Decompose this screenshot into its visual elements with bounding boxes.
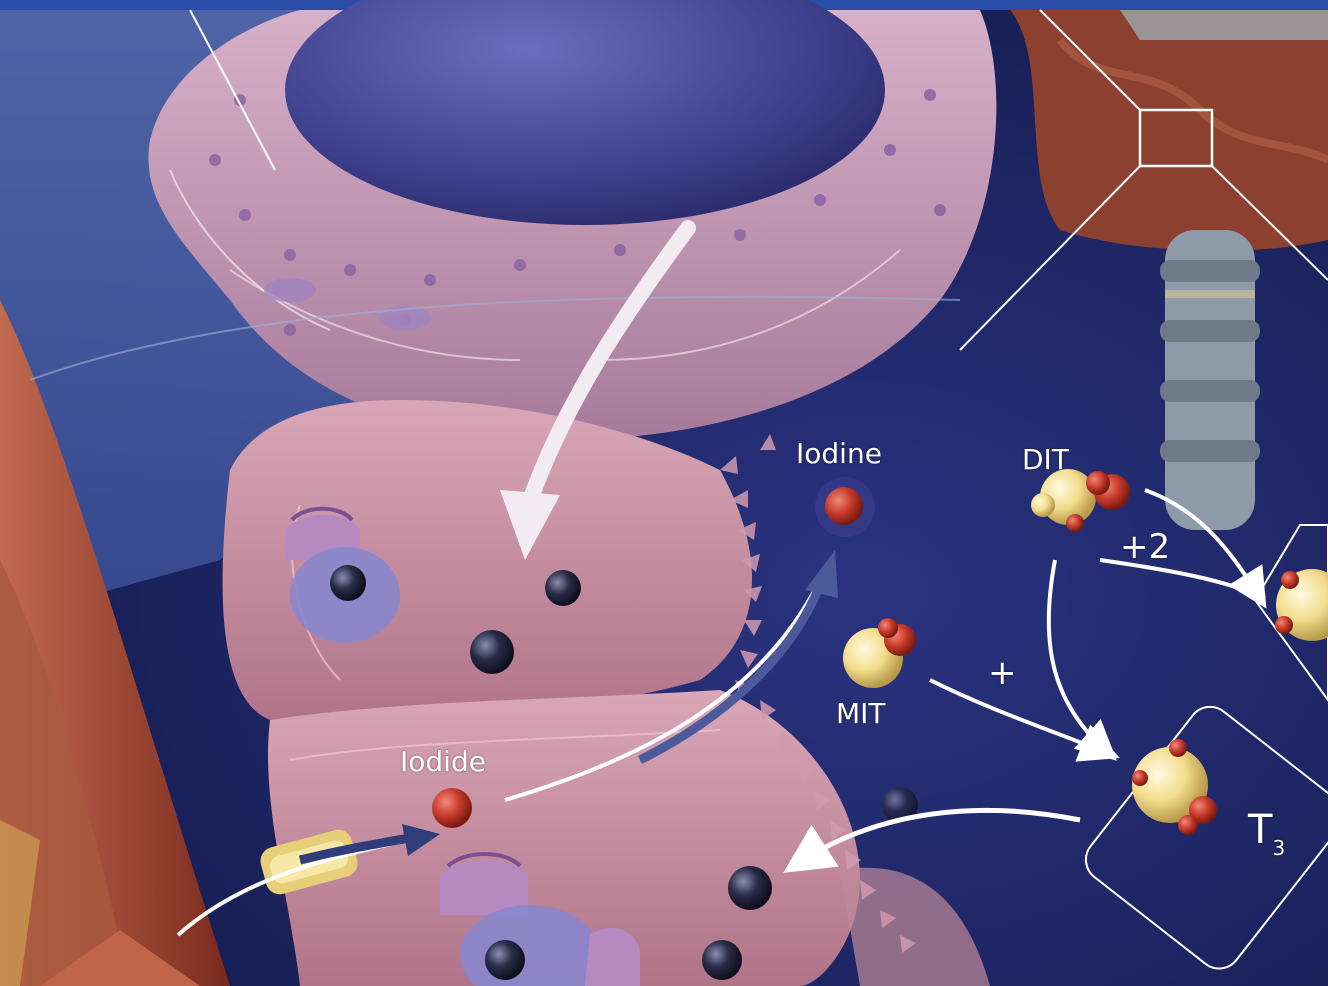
iodide-label: Iodide bbox=[400, 748, 486, 776]
t3-letter: T bbox=[1248, 807, 1272, 853]
red-sphere-icon bbox=[432, 788, 472, 828]
iodine-label: Iodine bbox=[796, 440, 882, 468]
trachea bbox=[1160, 230, 1260, 530]
molecule-icon bbox=[1275, 569, 1328, 641]
t3-label: T3 bbox=[1248, 810, 1285, 858]
plus-two-label: +2 bbox=[1120, 530, 1170, 564]
dit-label: DIT bbox=[1022, 446, 1069, 474]
granule bbox=[470, 630, 514, 674]
plus-label: + bbox=[988, 656, 1017, 690]
granule bbox=[702, 940, 742, 980]
red-sphere-icon bbox=[815, 477, 875, 537]
granule bbox=[545, 570, 581, 606]
t3-subscript: 3 bbox=[1272, 836, 1285, 860]
granule bbox=[728, 866, 772, 910]
thyroid-gland bbox=[1010, 10, 1328, 251]
mit-label: MIT bbox=[836, 700, 886, 728]
granule bbox=[485, 940, 525, 980]
golgi-lower bbox=[440, 854, 528, 915]
granule bbox=[330, 565, 366, 601]
